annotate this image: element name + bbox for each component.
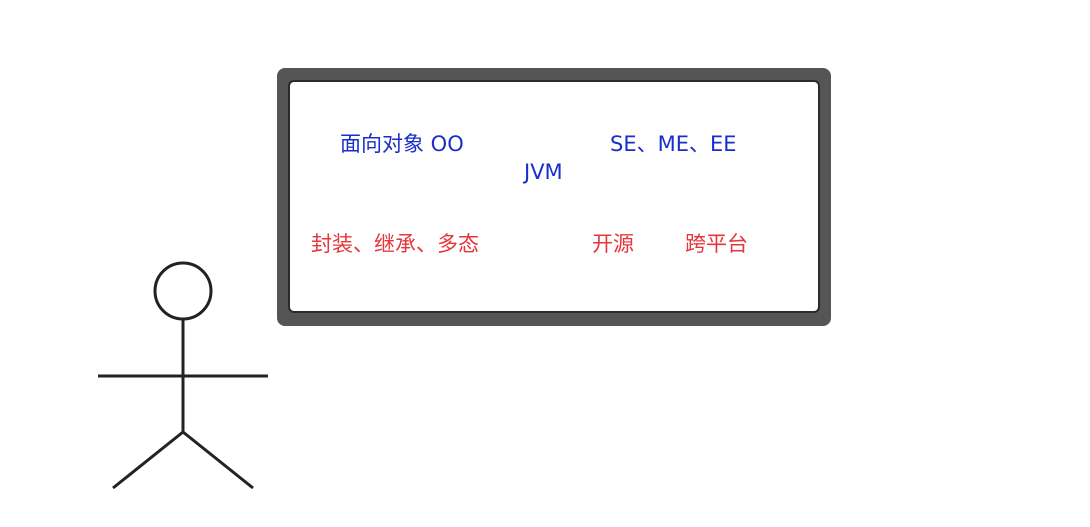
label-cross-platform: 跨平台: [685, 232, 748, 256]
label-oop-principles: 封装、继承、多态: [311, 232, 479, 256]
label-open-source: 开源: [592, 232, 634, 256]
blackboard-surface: [288, 80, 820, 313]
label-jvm: JVM: [524, 160, 563, 184]
blackboard: [277, 68, 831, 326]
label-java-editions: SE、ME、EE: [610, 132, 737, 156]
left-leg-line: [112, 430, 184, 490]
right-leg-line: [182, 430, 254, 490]
label-object-oriented: 面向对象 OO: [340, 132, 464, 156]
head-icon: [153, 261, 213, 321]
stick-figure-icon: [98, 261, 268, 490]
